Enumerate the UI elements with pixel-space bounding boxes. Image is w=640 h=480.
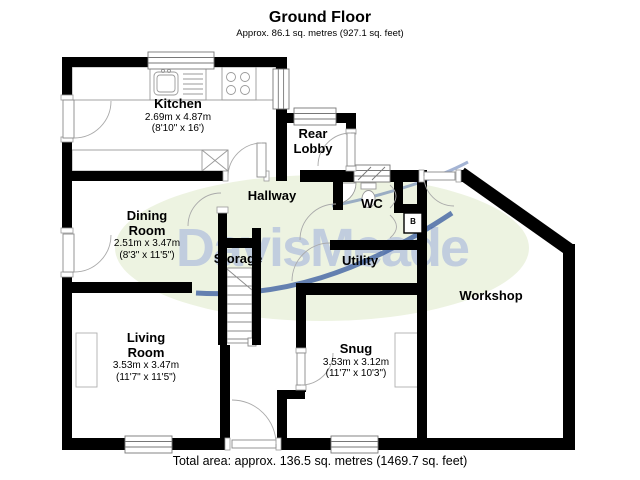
kitchen-entry-door-leaf: [62, 99, 75, 139]
front-door-leaf: [231, 439, 277, 449]
stairs: [226, 267, 257, 347]
wc-toilet-icon: [360, 182, 377, 208]
living-room-window: [124, 435, 173, 454]
doors: [62, 99, 456, 449]
utility-opening-arc: [291, 242, 331, 282]
kitchen-entry-door-arc: [73, 100, 112, 139]
snug-window: [330, 435, 379, 454]
workshop-diagonal-wall: [457, 167, 574, 256]
wc-window: [353, 164, 391, 183]
wc-opening-arc: [299, 203, 337, 241]
dining-door-leaf: [62, 233, 75, 273]
page-subtitle: Approx. 86.1 sq. metres (927.1 sq. feet): [236, 28, 404, 39]
rear-lobby-back-door-arc: [317, 132, 352, 167]
boiler-cupboard-door-arc-1: [389, 184, 397, 209]
workshop-door-leaf: [423, 171, 456, 181]
rear-lobby-back-door-leaf: [346, 132, 356, 167]
rear-lobby-window: [293, 107, 337, 126]
snug-door-arc: [300, 352, 334, 386]
kitchen-top-window: [147, 51, 215, 70]
workshop-door-arc: [423, 175, 455, 207]
kitchen-sink-icon: [149, 66, 207, 101]
kitchen-counter-bottom: [71, 149, 229, 172]
total-area-text: Total area: approx. 136.5 sq. metres (14…: [172, 454, 468, 468]
dining-door-arc: [73, 234, 112, 273]
watermark-graphic: DavisMeade: [115, 160, 529, 321]
kitchen-side-window: [272, 68, 290, 110]
chimney-breasts: [75, 332, 419, 388]
kitchen-appliance-icon: [201, 149, 229, 172]
boiler-box: [403, 212, 423, 234]
windows: [124, 51, 391, 454]
kitchen-hall-door-leaf: [256, 142, 267, 178]
stairs-underside-line: [226, 268, 253, 291]
page-title: Ground Floor: [268, 9, 372, 26]
kitchen-fixtures: [71, 66, 277, 172]
snug-door-leaf: [296, 352, 306, 386]
living-room-fireplace: [75, 332, 98, 388]
watermark-swoosh-upper: [331, 160, 469, 208]
boiler-cupboard-door-arc-2: [389, 214, 397, 239]
kitchen-hall-door-arc: [227, 142, 263, 178]
boiler-label: B: [410, 217, 416, 226]
front-door-arc: [231, 399, 277, 445]
hallway-dining-door-arc: [187, 192, 222, 227]
snug-fireplace: [394, 332, 419, 388]
door-frames: [60, 94, 462, 451]
kitchen-hob-icon: [221, 66, 257, 101]
